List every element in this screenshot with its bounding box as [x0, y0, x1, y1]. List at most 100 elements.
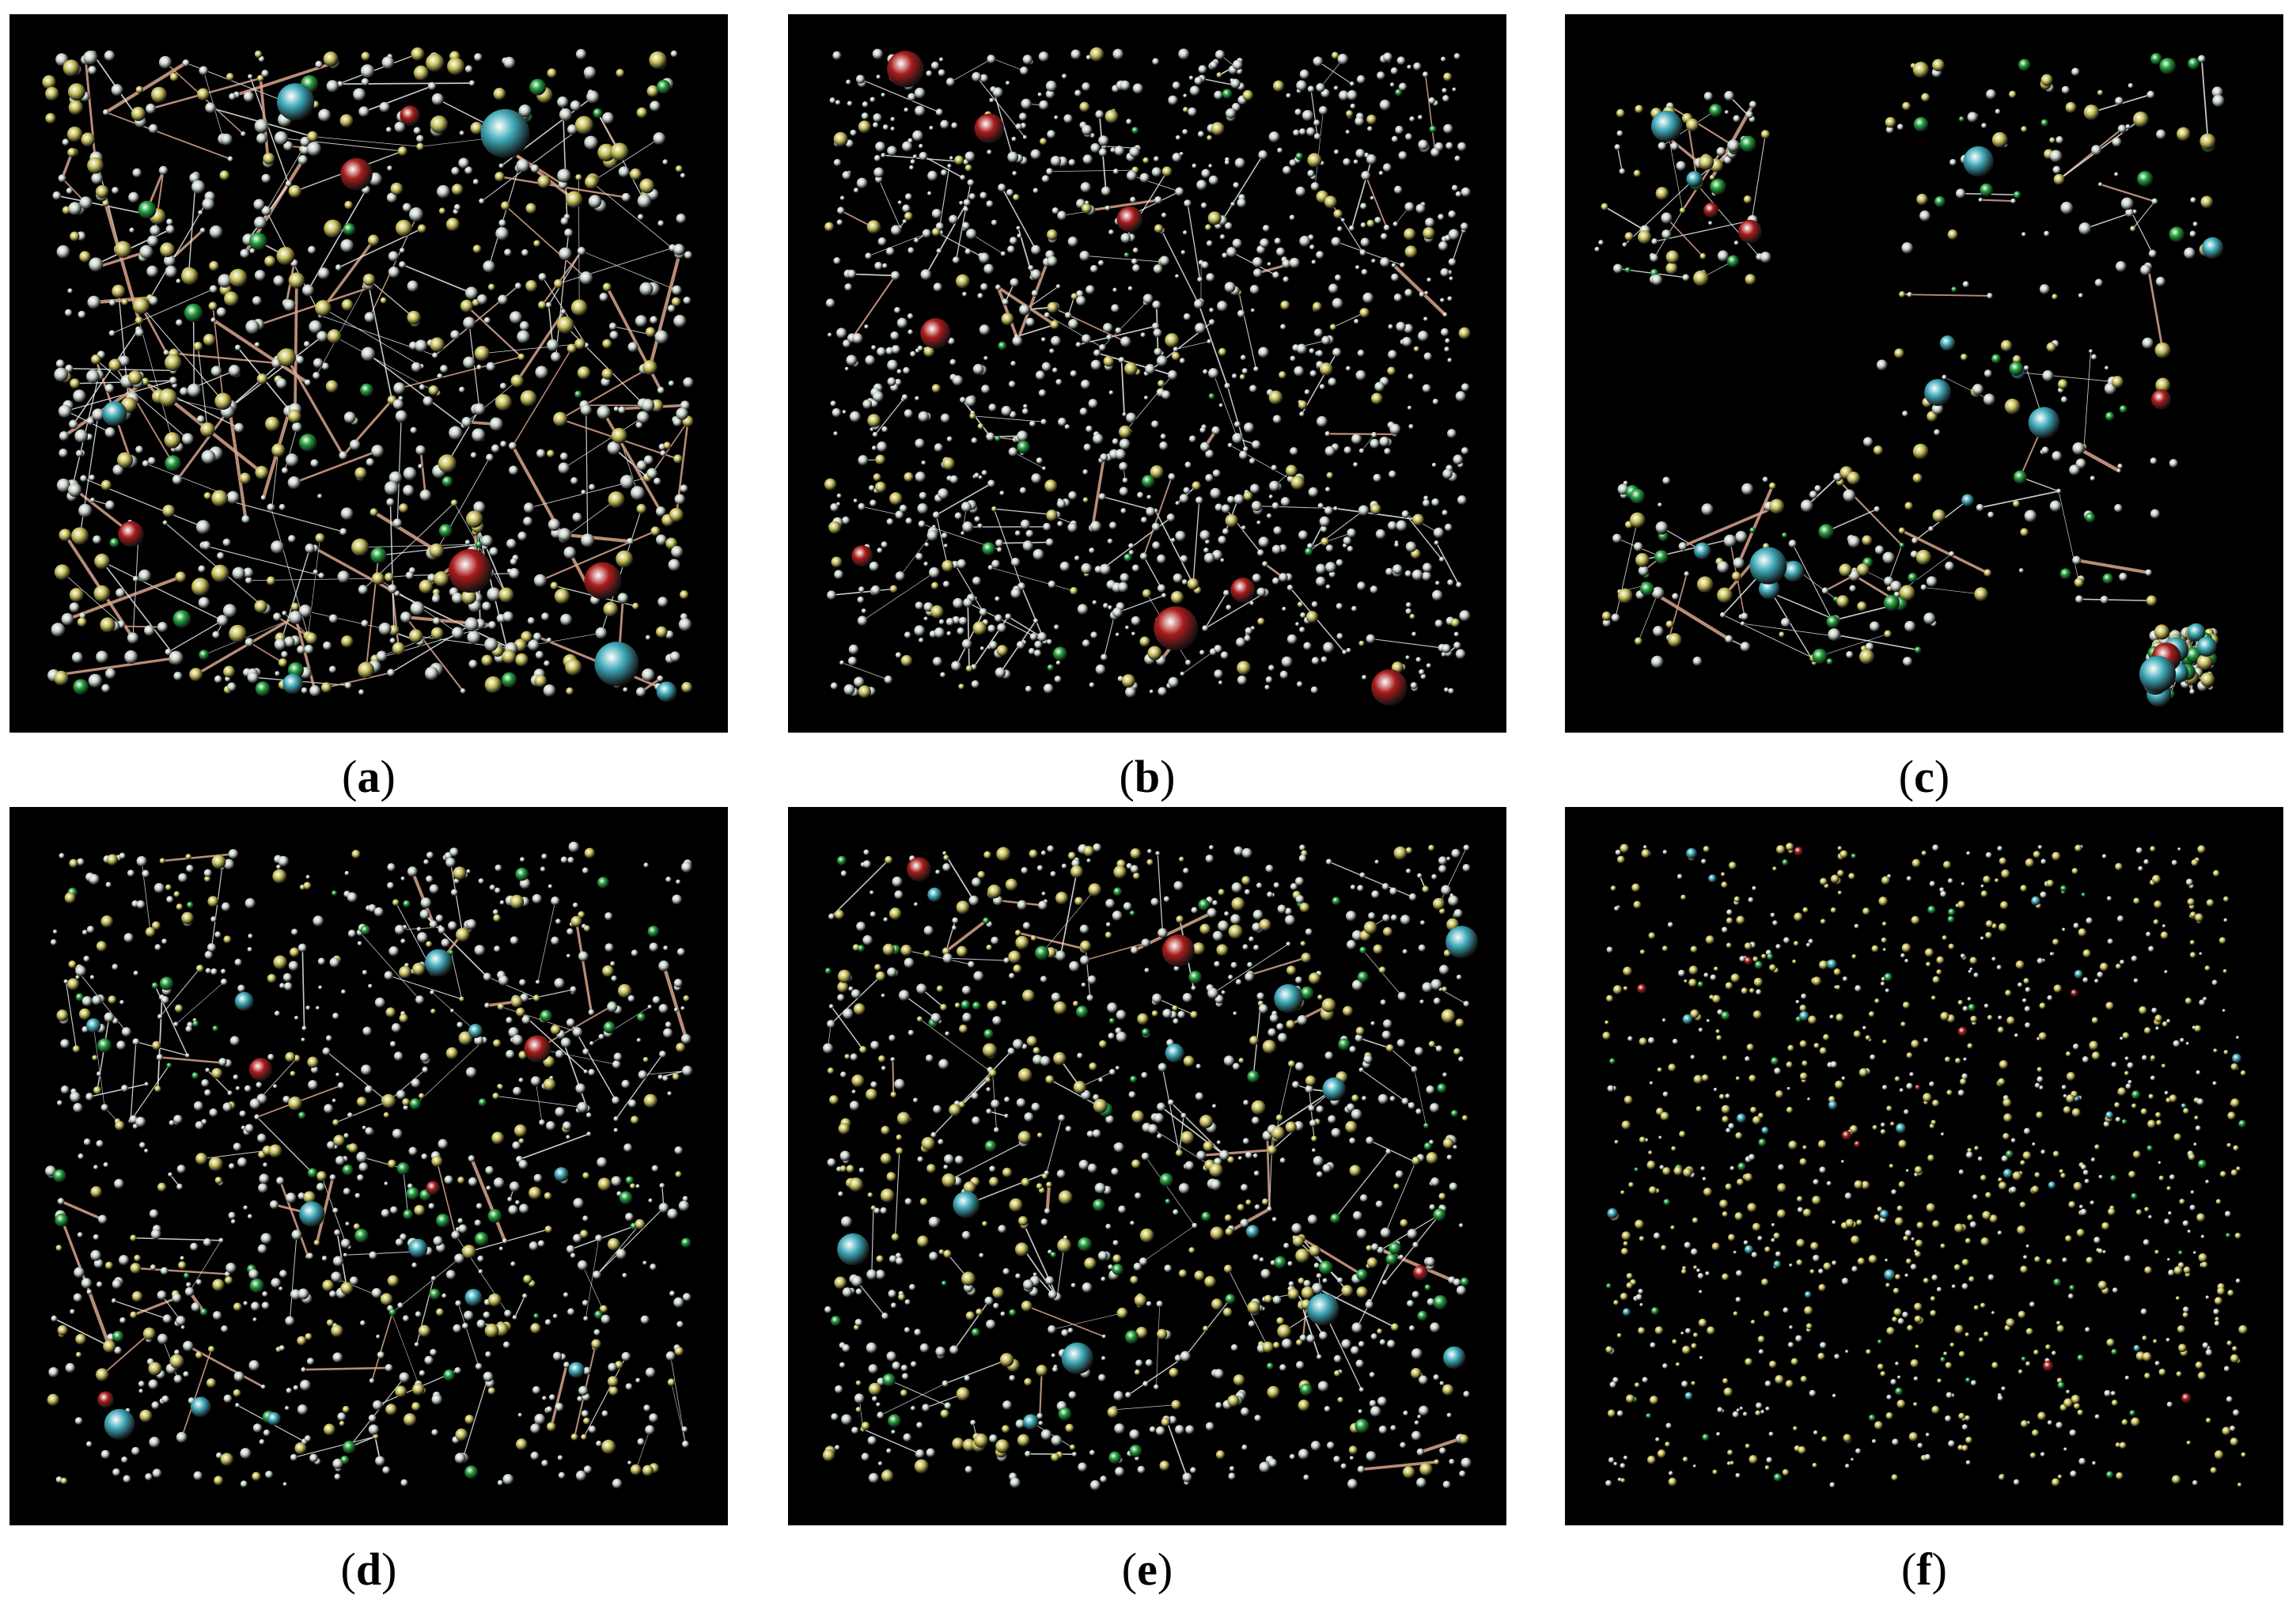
network-node-grey	[899, 504, 907, 513]
network-node-grey	[265, 1470, 274, 1479]
network-node-yellow	[1601, 611, 1612, 621]
network-node-green	[998, 341, 1007, 350]
network-node-grey	[1313, 56, 1324, 66]
network-node-grey	[1191, 907, 1198, 914]
network-node-grey	[1292, 1081, 1300, 1089]
network-node-yellow	[148, 1362, 162, 1376]
network-node-grey	[935, 869, 941, 875]
network-node-grey	[1453, 1278, 1461, 1286]
network-node-grey	[1131, 946, 1139, 954]
network-node-grey	[870, 97, 876, 103]
network-node-yellow	[629, 168, 642, 180]
network-node-grey	[205, 968, 211, 974]
network-node-grey	[1127, 286, 1133, 291]
network-node-yellow	[1370, 392, 1383, 405]
network-node-yellow	[1268, 390, 1283, 405]
network-node-grey	[917, 502, 928, 514]
network-node-yellow	[1207, 211, 1222, 225]
network-edge	[101, 1333, 150, 1376]
network-node-grey	[1313, 1263, 1320, 1269]
network-node-grey	[532, 632, 542, 642]
network-node-grey	[297, 1288, 309, 1300]
network-node-grey	[1050, 871, 1056, 877]
network-node-grey	[328, 614, 339, 623]
network-node-grey	[305, 874, 310, 880]
network-edge	[89, 1083, 147, 1097]
network-node-yellow	[1665, 250, 1680, 264]
network-node-grey	[68, 202, 82, 215]
network-node-grey	[555, 1050, 564, 1059]
network-edge	[322, 239, 375, 309]
network-node-yellow	[1134, 1369, 1141, 1376]
network-node-grey	[227, 1090, 233, 1096]
network-node-grey	[468, 1154, 475, 1162]
network-node-yellow	[164, 354, 182, 372]
network-node-grey	[1602, 618, 1612, 627]
network-node-yellow	[942, 559, 954, 572]
network-node-grey	[1885, 126, 1894, 134]
network-node-yellow	[407, 310, 421, 325]
network-node-grey	[1108, 390, 1114, 396]
network-node-grey	[877, 1461, 883, 1466]
network-node-grey	[1678, 542, 1688, 551]
network-node-grey	[104, 426, 116, 438]
network-node-green	[2119, 405, 2127, 414]
network-node-grey	[872, 1396, 877, 1402]
network-node-yellow	[239, 472, 251, 484]
network-node-grey	[1283, 276, 1290, 283]
network-node-grey	[269, 1200, 279, 1210]
network-node-grey	[400, 876, 405, 881]
network-node-grey	[358, 689, 365, 695]
network-edge	[512, 348, 573, 447]
network-node-grey	[317, 957, 326, 965]
network-node-grey	[1319, 384, 1325, 390]
network-node-green	[2185, 647, 2202, 663]
network-node-yellow	[2008, 90, 2017, 99]
network-node-grey	[1249, 284, 1260, 294]
network-node-grey	[1112, 607, 1123, 618]
network-node-grey	[1247, 961, 1253, 968]
network-node-yellow	[145, 926, 156, 938]
network-node-grey	[1423, 316, 1428, 321]
network-edge	[558, 247, 673, 285]
network-node-yellow	[195, 1351, 203, 1359]
network-node-grey	[541, 612, 550, 621]
network-node-grey	[1611, 613, 1620, 623]
network-node-grey	[303, 341, 310, 347]
network-node-grey	[2049, 150, 2063, 163]
network-node-yellow	[566, 191, 583, 208]
network-node-grey	[2044, 230, 2050, 237]
network-node-grey	[682, 1065, 693, 1077]
network-node-grey	[1256, 882, 1263, 888]
network-node-grey	[1183, 487, 1191, 494]
network-node-yellow	[1050, 320, 1059, 330]
network-node-grey	[153, 883, 165, 893]
network-node-green	[982, 542, 995, 555]
network-node-grey	[902, 204, 911, 213]
network-edge	[1310, 89, 1318, 137]
network-edge	[1198, 303, 1229, 386]
network-node-grey	[1299, 235, 1311, 247]
network-edge	[574, 921, 593, 1013]
network-node-grey	[1317, 415, 1328, 427]
network-node-grey	[288, 960, 299, 972]
network-node-red	[1116, 206, 1142, 233]
network-node-green	[1826, 658, 1833, 665]
network-node-yellow	[608, 1386, 619, 1396]
network-node-grey	[1424, 290, 1429, 296]
network-node-grey	[874, 261, 883, 271]
network-node-yellow	[69, 858, 78, 868]
network-node-yellow	[487, 1387, 496, 1395]
network-edges	[54, 853, 688, 1470]
network-node-yellow	[412, 962, 426, 976]
network-node-grey	[613, 1127, 619, 1133]
network-node-grey	[1161, 390, 1171, 400]
network-edge	[581, 251, 677, 291]
network-node-grey	[962, 521, 974, 532]
network-node-grey	[1407, 405, 1412, 411]
network-node-yellow	[896, 1147, 904, 1155]
network-node-grey	[612, 1096, 620, 1104]
network-node-grey	[335, 1156, 345, 1165]
network-node-green	[2188, 57, 2200, 70]
network-node-grey	[830, 400, 836, 407]
